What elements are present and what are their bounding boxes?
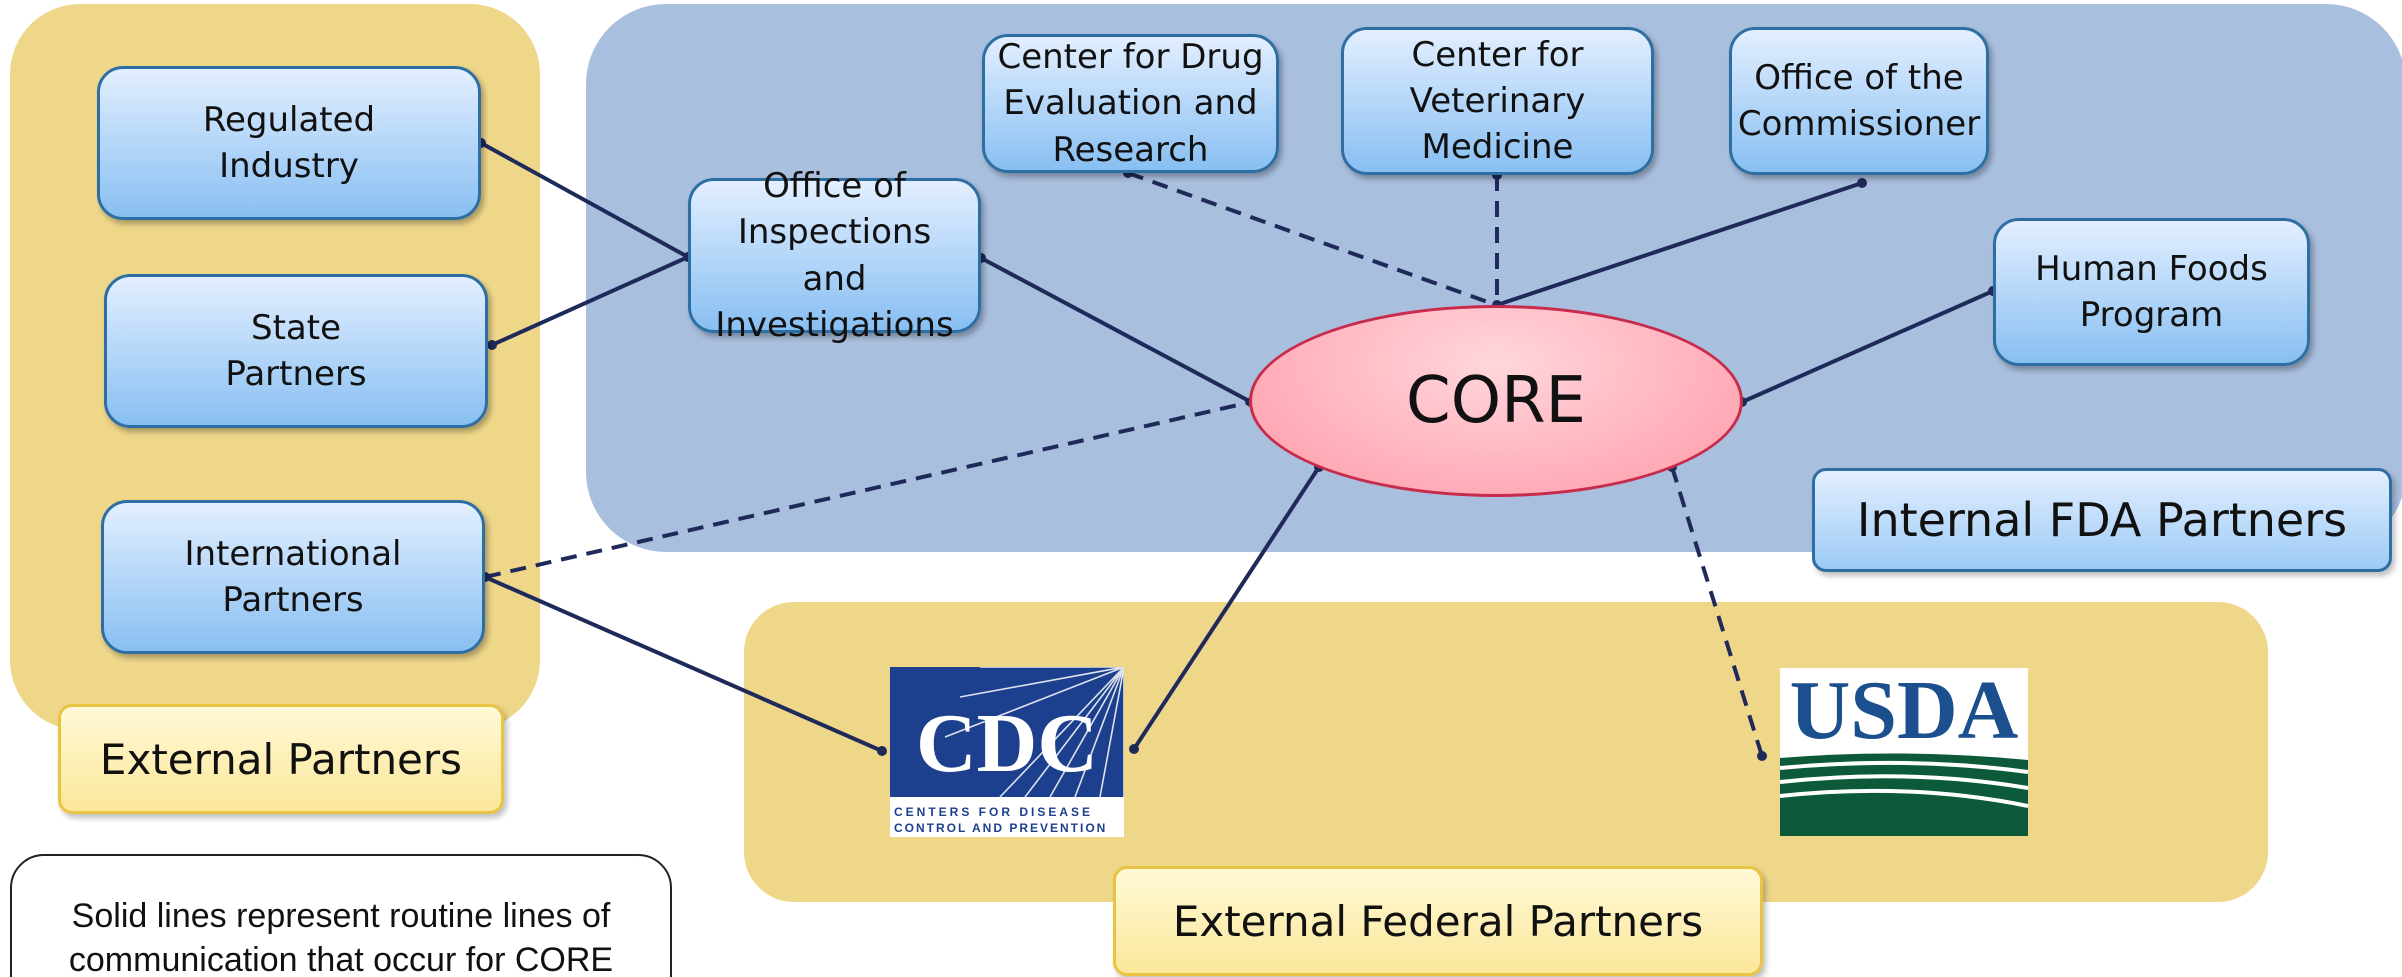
internal-fda-partners-label: Internal FDA Partners [1812,468,2392,572]
connector-dot [877,746,887,756]
node-human-foods-program: Human Foods Program [1993,218,2310,366]
core-hub: CORE [1249,305,1743,497]
usda-logo: USDA [1780,668,2028,836]
link-international-to-cdc [484,575,883,753]
link-core-to-cdc [1132,465,1321,751]
external-partners-label: External Partners [58,704,504,814]
connector-dot [1757,751,1767,761]
node-cvm: Center for Veterinary Medicine [1341,27,1654,175]
link-core-to-usda [1670,466,1764,757]
link-regulated-industry-to-office-inspections [480,141,689,259]
legend-note: Solid lines represent routine lines of c… [10,854,672,977]
usda-wordmark: USDA [1790,668,2019,757]
link-state-partners-to-office-inspections [491,255,689,347]
node-office-inspections-investigations: Office of Inspections and Investigations [688,166,981,345]
connector-dot [1129,744,1139,754]
link-commissioner-to-core [1496,181,1863,307]
link-cder-to-core [1127,171,1497,307]
cdc-wordmark: CDC [916,697,1098,790]
link-human-foods-to-core [1741,289,1994,404]
node-international-partners: International Partners [101,500,485,654]
link-office-inspections-to-core [980,256,1252,404]
node-state-partners: State Partners [104,274,488,428]
node-regulated-industry: Regulated Industry [97,66,481,220]
link-international-to-core [484,400,1252,579]
node-office-of-the-commissioner: Office of the Commissioner [1729,27,1989,175]
connector-dot [487,340,497,350]
external-federal-partners-label: External Federal Partners [1113,866,1763,976]
node-cder: Center for Drug Evaluation and Research [982,34,1279,173]
cdc-tagline-1: CENTERS FOR DISEASE [894,805,1093,819]
cdc-logo: CDC CENTERS FOR DISEASE CONTROL AND PREV… [890,667,1124,837]
connector-dot [1857,178,1867,188]
cdc-tagline-2: CONTROL AND PREVENTION [894,821,1107,835]
